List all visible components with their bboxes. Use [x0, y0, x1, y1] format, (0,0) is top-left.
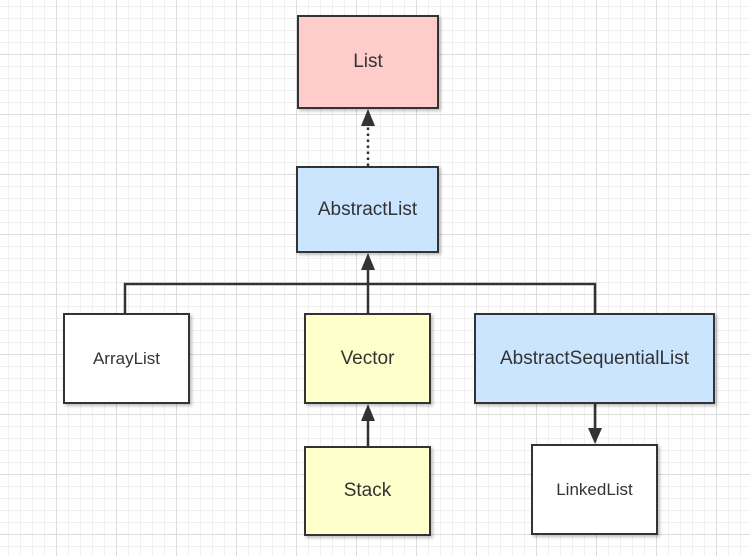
- arrowhead-down: [588, 428, 602, 444]
- arrowhead-up: [361, 109, 375, 126]
- node-label: List: [353, 51, 383, 72]
- node-label: AbstractList: [317, 198, 418, 220]
- node-arraylist[interactable]: ArrayList: [63, 313, 190, 404]
- node-list[interactable]: List: [297, 15, 439, 109]
- node-linkedlist[interactable]: LinkedList: [531, 444, 658, 535]
- arrowhead-up: [361, 253, 375, 270]
- edge-subclasses-to-abstractlist: [123, 253, 597, 313]
- node-label: Stack: [343, 480, 392, 501]
- node-label: AbstractSequentialList: [499, 347, 690, 369]
- node-vector[interactable]: Vector: [304, 313, 431, 404]
- node-label: LinkedList: [556, 479, 633, 499]
- edge-stack-to-vector: [361, 404, 375, 446]
- edge-abstractsequentiallist-to-linkedlist: [588, 404, 602, 444]
- node-abstractsequentiallist[interactable]: AbstractSequentialList: [474, 313, 715, 404]
- arrowhead-up: [361, 404, 375, 421]
- node-label: Vector: [340, 347, 395, 369]
- node-stack[interactable]: Stack: [304, 446, 431, 536]
- edge-abstractlist-to-list: [361, 109, 375, 166]
- node-abstractlist[interactable]: AbstractList: [296, 166, 439, 253]
- node-label: ArrayList: [92, 348, 161, 368]
